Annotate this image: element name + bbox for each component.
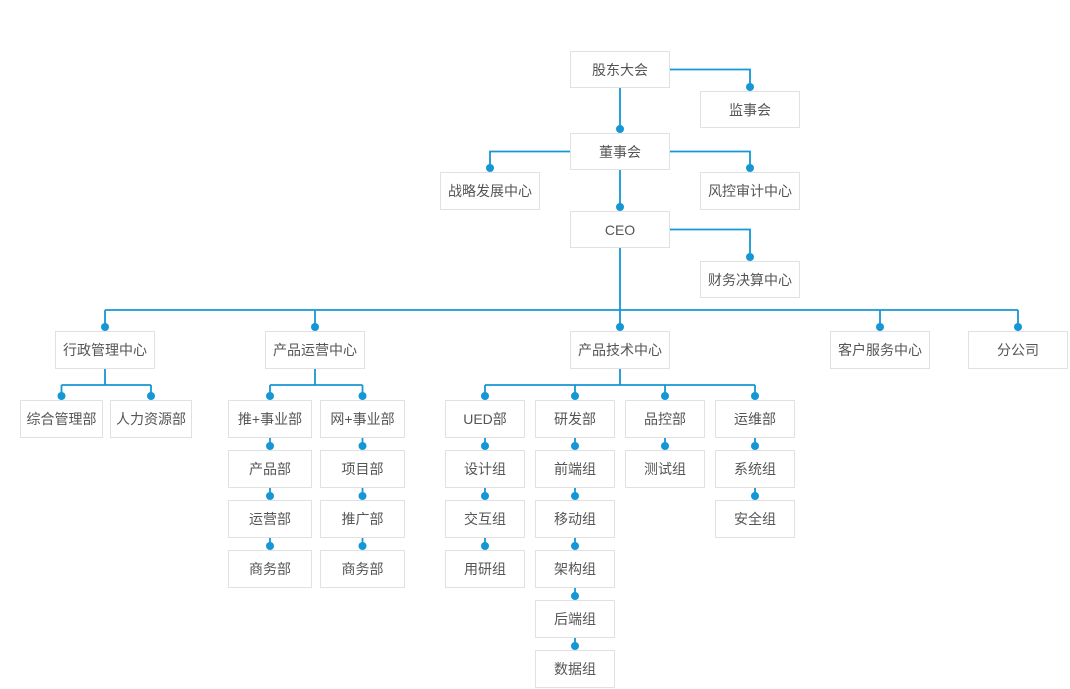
- org-node-security: 安全组: [715, 500, 795, 538]
- connector-dot: [481, 492, 489, 500]
- connector-dot: [358, 392, 367, 400]
- connector-dot: [358, 442, 367, 450]
- org-node-tui: 推+事业部: [228, 400, 312, 438]
- connector-dot: [746, 83, 754, 91]
- connector-dot: [751, 442, 759, 450]
- org-node-product: 产品部: [228, 450, 312, 488]
- org-node-promo: 推广部: [320, 500, 405, 538]
- org-node-supervisory: 监事会: [700, 91, 800, 128]
- connector-dot: [147, 392, 155, 400]
- org-node-qc: 品控部: [625, 400, 705, 438]
- org-node-strategy: 战略发展中心: [440, 172, 540, 210]
- connector-line: [670, 228, 751, 257]
- org-node-ceo: CEO: [570, 211, 670, 248]
- org-node-wang: 网+事业部: [320, 400, 405, 438]
- connector-dot: [266, 392, 274, 400]
- connector-dot: [571, 492, 579, 500]
- connector-line: [670, 150, 751, 168]
- org-node-finance: 财务决算中心: [700, 261, 800, 298]
- org-node-ued: UED部: [445, 400, 525, 438]
- connector-dot: [746, 164, 754, 172]
- org-node-ops: 运维部: [715, 400, 795, 438]
- connector-dot: [751, 492, 759, 500]
- connector-dot: [751, 392, 759, 400]
- org-node-backend: 后端组: [535, 600, 615, 638]
- connector-dot: [358, 492, 367, 500]
- org-node-admin: 行政管理中心: [55, 331, 155, 369]
- connector-line: [670, 68, 751, 87]
- org-node-branch: 分公司: [968, 331, 1068, 369]
- org-node-arch: 架构组: [535, 550, 615, 588]
- org-node-project: 项目部: [320, 450, 405, 488]
- connector-dot: [661, 442, 669, 450]
- org-node-biz-r: 商务部: [320, 550, 405, 588]
- connector-dot: [616, 323, 624, 331]
- org-node-hr: 人力资源部: [110, 400, 192, 438]
- connector-dot: [616, 125, 624, 133]
- org-node-research: 用研组: [445, 550, 525, 588]
- org-node-rd: 研发部: [535, 400, 615, 438]
- org-node-risk: 风控审计中心: [700, 172, 800, 210]
- connector-dot: [358, 542, 367, 550]
- connector-dot: [571, 542, 579, 550]
- connector-dot: [266, 442, 274, 450]
- org-node-general: 综合管理部: [20, 400, 103, 438]
- org-node-front: 前端组: [535, 450, 615, 488]
- org-node-board: 董事会: [570, 133, 670, 170]
- org-node-interact: 交互组: [445, 500, 525, 538]
- connector-dot: [311, 323, 319, 331]
- connector-dot: [101, 323, 109, 331]
- org-node-biz-l: 商务部: [228, 550, 312, 588]
- org-node-service: 客户服务中心: [830, 331, 930, 369]
- connector-dot: [481, 442, 489, 450]
- connector-dot: [661, 392, 669, 400]
- org-node-operate: 运营部: [228, 500, 312, 538]
- connector-dot: [266, 542, 274, 550]
- org-node-operation: 产品运营中心: [265, 331, 365, 369]
- connector-dot: [876, 323, 884, 331]
- connector-dot: [266, 492, 274, 500]
- connector-dot: [486, 164, 494, 172]
- org-node-tech: 产品技术中心: [570, 331, 670, 369]
- connector-dot: [1014, 323, 1022, 331]
- connector-dot: [481, 542, 489, 550]
- org-node-shareholders: 股东大会: [570, 51, 670, 88]
- org-node-design: 设计组: [445, 450, 525, 488]
- org-node-mobile: 移动组: [535, 500, 615, 538]
- connector-dot: [746, 253, 754, 261]
- connector-dot: [571, 442, 579, 450]
- connector-dot: [481, 392, 489, 400]
- org-node-system: 系统组: [715, 450, 795, 488]
- org-node-test: 测试组: [625, 450, 705, 488]
- connector-dot: [571, 392, 579, 400]
- connector-dot: [57, 392, 66, 400]
- connector-line: [489, 150, 570, 168]
- connector-dot: [571, 592, 579, 600]
- connector-dot: [571, 642, 579, 650]
- connector-dot: [616, 203, 624, 211]
- org-node-data: 数据组: [535, 650, 615, 688]
